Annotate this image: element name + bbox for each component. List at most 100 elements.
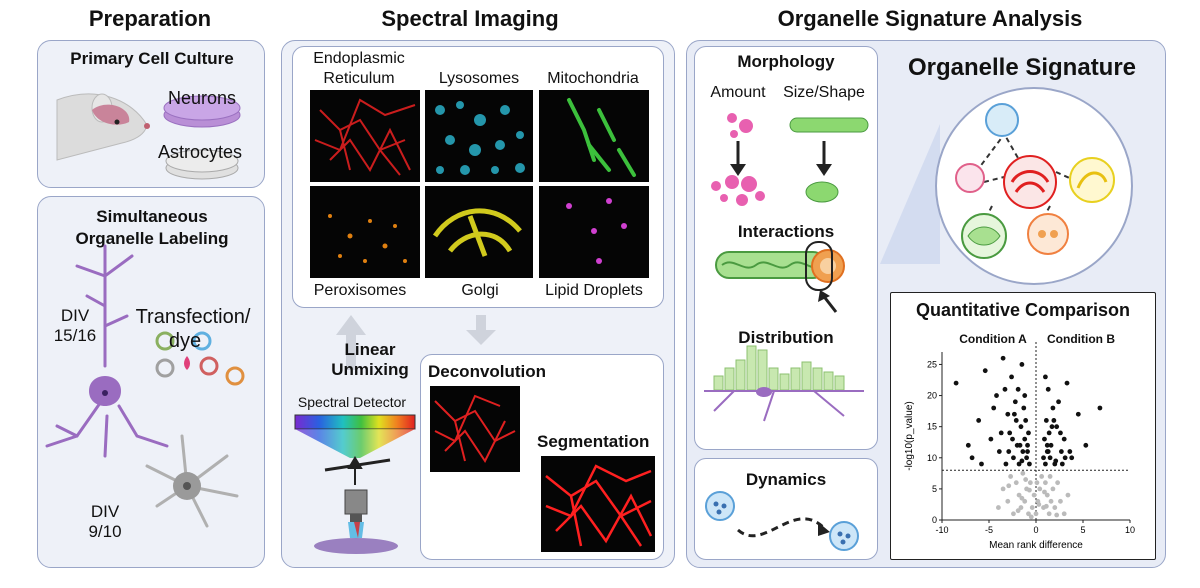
div-astro-label-1: DIV — [90, 502, 120, 521]
significant-point — [1025, 449, 1030, 454]
significant-point — [1069, 455, 1075, 461]
significant-point — [969, 455, 975, 461]
astrocytes-label: Astrocytes — [157, 142, 243, 162]
organelle-signature-title: Organelle Signature — [907, 54, 1137, 81]
morphology-title: Morphology — [737, 52, 835, 71]
nonsignificant-point — [1033, 511, 1039, 517]
nonsignificant-point — [1043, 503, 1049, 509]
er-label-1: Endoplasmic — [313, 50, 405, 67]
interactions-title: Interactions — [737, 222, 835, 241]
section-title-preparation: Preparation — [88, 6, 212, 31]
significant-point — [1043, 418, 1049, 423]
nonsignificant-point — [1027, 487, 1032, 493]
nonsignificant-point — [1048, 498, 1054, 504]
x-tick-label: 10 — [1125, 525, 1135, 535]
nonsignificant-point — [1027, 480, 1033, 486]
amount-label: Amount — [710, 84, 766, 101]
lipid-droplets-label: Lipid Droplets — [545, 282, 643, 299]
significant-point — [1005, 411, 1011, 417]
spectral-detector-illustration — [294, 414, 416, 554]
significant-point — [979, 461, 984, 467]
nonsignificant-point — [1055, 480, 1061, 486]
div-neuron-label-2: 15/16 — [53, 326, 97, 345]
nonsignificant-point — [1058, 498, 1063, 504]
lipid-droplets-image — [539, 186, 649, 278]
significant-point — [1013, 418, 1019, 423]
interactions-illustration — [715, 241, 845, 313]
nonsignificant-point — [1054, 512, 1060, 518]
deconvolution-image — [430, 386, 520, 472]
div-neuron-label-1: DIV — [60, 306, 90, 325]
nonsignificant-point — [1005, 498, 1011, 504]
significant-point — [1023, 418, 1029, 423]
significant-point — [953, 380, 959, 386]
segmentation-image — [541, 456, 655, 552]
significant-point — [1058, 430, 1063, 436]
significant-point — [991, 405, 997, 411]
y-tick-label: 15 — [927, 422, 937, 432]
significant-point — [998, 430, 1004, 436]
golgi-image — [425, 186, 533, 278]
transfection-label-1: Transfection/ — [135, 306, 251, 328]
nonsignificant-point — [1047, 474, 1053, 479]
peroxisomes-image — [310, 186, 420, 278]
significant-point — [1062, 455, 1068, 461]
spectral-detector-label: Spectral Detector — [297, 394, 407, 410]
y-tick-label: 10 — [927, 453, 937, 463]
div-astro-label-2: 9/10 — [88, 522, 122, 541]
distribution-illustration — [704, 345, 864, 422]
nonsignificant-point — [1037, 486, 1043, 492]
significant-point — [994, 393, 999, 398]
significant-point — [1019, 458, 1025, 464]
significant-point — [1022, 393, 1028, 398]
neurons-label: Neurons — [167, 88, 237, 108]
nonsignificant-point — [1026, 511, 1031, 517]
nonsignificant-point — [1046, 511, 1052, 517]
linear-unmixing-label-2: Unmixing — [331, 360, 409, 379]
linear-unmixing-label-1: Linear — [344, 340, 396, 359]
significant-point — [1015, 386, 1021, 392]
significant-point — [976, 418, 982, 423]
significant-point — [1006, 449, 1012, 454]
nonsignificant-point — [1052, 505, 1058, 510]
significant-point — [1019, 362, 1025, 367]
significant-point — [1058, 449, 1064, 454]
significant-point — [982, 368, 988, 374]
x-tick-label: 5 — [1080, 525, 1085, 535]
significant-point — [1027, 461, 1032, 467]
lysosomes-label: Lysosomes — [438, 70, 520, 87]
significant-point — [1012, 399, 1018, 405]
significant-point — [1044, 442, 1050, 448]
mouse-illustration — [56, 93, 241, 180]
quant-comparison-title: Quantitative Comparison — [915, 300, 1131, 320]
significant-point — [1061, 436, 1067, 442]
neuron-illustration — [45, 244, 245, 528]
lysosomes-image — [425, 90, 533, 182]
primary-culture-title: Primary Cell Culture — [70, 49, 234, 68]
y-tick-label: 5 — [932, 484, 937, 494]
significant-point — [1041, 455, 1046, 461]
er-label-2: Reticulum — [323, 70, 395, 87]
significant-point — [1009, 374, 1014, 380]
organelle-signature-illustration — [880, 87, 1133, 285]
significant-point — [1045, 386, 1051, 392]
significant-point — [1048, 442, 1054, 448]
nonsignificant-point — [1028, 514, 1034, 520]
nonsignificant-point — [1042, 489, 1047, 495]
nonsignificant-point — [1000, 486, 1006, 492]
significant-point — [1056, 399, 1061, 405]
significant-point — [1018, 424, 1024, 430]
significant-point — [1049, 424, 1055, 430]
significant-point — [1051, 418, 1057, 423]
nonsignificant-point — [1034, 480, 1040, 486]
condition-b-label: Condition B — [1047, 332, 1115, 346]
dynamics-title: Dynamics — [745, 470, 827, 489]
nonsignificant-point — [1061, 511, 1067, 517]
significant-point — [1043, 461, 1048, 467]
significant-point — [1083, 442, 1089, 448]
nonsignificant-point — [1050, 486, 1056, 492]
nonsignificant-point — [1015, 508, 1021, 514]
transfection-label-2: dye — [168, 330, 202, 352]
size-shape-label: Size/Shape — [783, 84, 865, 101]
